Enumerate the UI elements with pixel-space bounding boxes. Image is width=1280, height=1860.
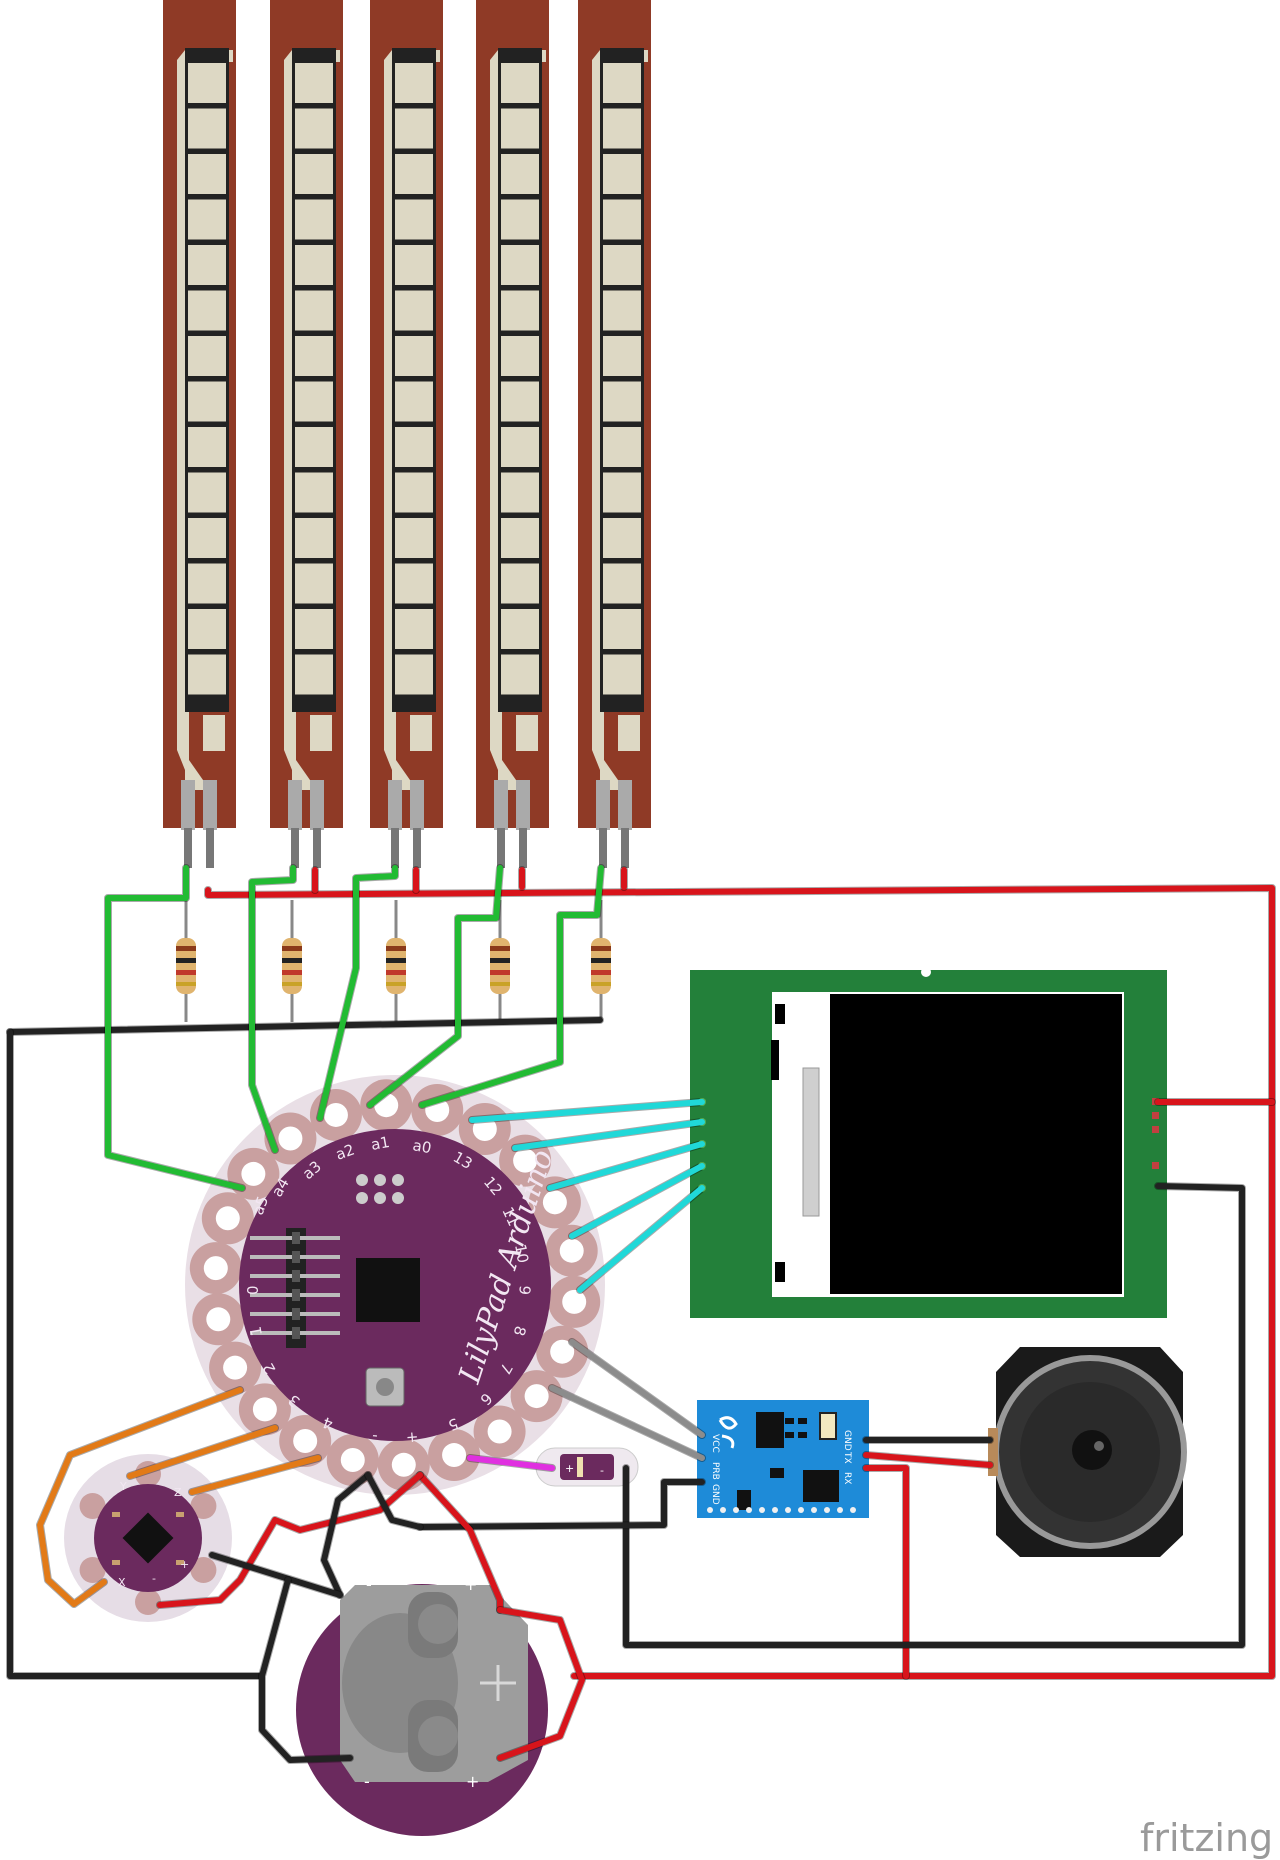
lilypad-pad: [241, 1161, 266, 1186]
resistor-4: [490, 900, 510, 1022]
wire-power-bus: [205, 885, 1275, 1679]
lilypad-pad: [442, 1443, 467, 1468]
lilypad-pin-label: 8: [510, 1324, 530, 1338]
wire-ground-top: [7, 1017, 603, 1035]
wire-accel-x: [37, 1387, 243, 1607]
wire-sensor4-signal: [367, 865, 503, 1108]
mp3-pin-label-prb: PRB: [710, 1462, 720, 1480]
lilypad-pin-label: a0: [411, 1136, 433, 1157]
lilypad-pad: [513, 1148, 538, 1173]
battery-minus-bottom: -: [364, 1772, 370, 1791]
lilypad-pin-label: a1: [370, 1133, 392, 1154]
light-sensor: + -: [535, 1447, 639, 1487]
wire-mp3-2: [549, 1385, 705, 1461]
lilypad-pad: [293, 1428, 318, 1453]
flex-sensor-3: [370, 0, 443, 868]
wire-lcd-4: [569, 1163, 705, 1239]
mp3-pin-label-gnd-right: GND: [842, 1430, 852, 1451]
resistor-5: [591, 900, 611, 1022]
lilypad-pin-label: 10: [511, 1243, 532, 1265]
fritzing-logo: fritzing: [1140, 1816, 1273, 1860]
lilypad-pin-label: -: [371, 1428, 378, 1446]
wire-lcd-gnd: [623, 1183, 1245, 1648]
accel-pin-y: Y: [119, 1480, 127, 1493]
wire-battery-minus-b: [259, 1577, 353, 1763]
battery-plus-top: +: [464, 1575, 477, 1594]
resistor-2: [282, 900, 302, 1022]
lilypad-pad: [559, 1238, 584, 1263]
lilypad-pad: [252, 1397, 277, 1422]
lilypad-pin-label: 0: [244, 1285, 262, 1295]
wire-battery-minus-a: [321, 1472, 371, 1598]
wire-mp3-gnd: [417, 1479, 705, 1530]
battery-holder: + - + -: [296, 1575, 548, 1836]
lilypad-pin-label: a5: [249, 1194, 272, 1218]
wire-sensor5-signal: [419, 865, 604, 1108]
lilypad-pad: [215, 1206, 240, 1231]
wire-battery-loop: [497, 1607, 585, 1761]
flex-sensor-5: [578, 0, 651, 868]
wire-light-signal: [467, 1455, 555, 1471]
lilypad-pin-label: a2: [333, 1140, 357, 1163]
wire-accel-z: [189, 1455, 321, 1495]
wire-mp3-rx: [863, 1465, 909, 1679]
lilypad-pad: [472, 1117, 497, 1142]
lilypad-pin-label: 9: [515, 1285, 534, 1296]
flex-sensor-1: [163, 0, 236, 868]
light-sensor-minus: -: [600, 1464, 604, 1477]
wire-battery-plus-a: [417, 1472, 503, 1613]
wire-accel-plus: [157, 1472, 423, 1608]
wire-accel-y: [127, 1425, 278, 1479]
resistors: [176, 900, 611, 1022]
accel-pin-minus: -: [152, 1572, 156, 1585]
lilypad-pad: [278, 1126, 303, 1151]
lilypad-pin-label: +: [405, 1428, 419, 1447]
speaker: [988, 1347, 1187, 1557]
accel-pin-x: X: [118, 1576, 126, 1589]
lilypad-pad: [391, 1452, 416, 1477]
wire-lcd-5: [577, 1185, 705, 1293]
mp3-pin-label-rx: RX: [842, 1472, 852, 1484]
wire-sensor2-signal: [249, 865, 296, 1153]
flex-sensor-4: [476, 0, 549, 868]
lilypad-pad: [323, 1102, 348, 1127]
wire-mp3-1: [569, 1339, 705, 1438]
wire-sensor3-signal: [317, 865, 398, 1121]
wire-lcd-1: [469, 1099, 705, 1123]
mp3-pin-label-gnd: GND: [710, 1484, 720, 1505]
mp3-pin-label-tx: TX: [842, 1451, 852, 1464]
mp3-pin-label-vcc: VCC: [710, 1434, 720, 1453]
wire-sensor1-signal: [105, 865, 245, 1191]
wire-ground-left: [7, 1029, 263, 1679]
flex-sensors: [163, 0, 651, 868]
lilypad-pad: [524, 1384, 549, 1409]
lilypad-pad: [203, 1256, 228, 1281]
battery-minus-top: -: [366, 1575, 372, 1594]
wire-lcd-3: [547, 1141, 705, 1191]
lilypad-pad: [562, 1289, 587, 1314]
resistor-1: [176, 900, 196, 1022]
wires: [6, 864, 1276, 1764]
wire-speaker-plus: [863, 1452, 993, 1468]
wire-accel-minus: [209, 1552, 343, 1598]
accel-pin-z: Z: [174, 1486, 182, 1499]
wire-ground-mid: [365, 1472, 423, 1530]
lilypad-pad: [542, 1190, 567, 1215]
lilypad-pin-label: 1: [247, 1325, 266, 1338]
lilypad-pad: [223, 1355, 248, 1380]
wire-lcd-2: [512, 1119, 705, 1151]
lcd-display: [690, 967, 1167, 1318]
accel-pin-plus: +: [180, 1558, 189, 1571]
light-sensor-plus: +: [565, 1462, 574, 1475]
lilypad-pad: [550, 1339, 575, 1364]
flex-sensor-2: [270, 0, 343, 868]
lilypad-pad: [206, 1307, 231, 1332]
resistor-3: [386, 900, 406, 1022]
lilypad-pad: [340, 1447, 365, 1472]
mp3-module: VCC PRB GND GND TX RX: [697, 1400, 869, 1518]
lilypad-pad: [487, 1419, 512, 1444]
battery-plus-bottom: +: [466, 1772, 479, 1791]
